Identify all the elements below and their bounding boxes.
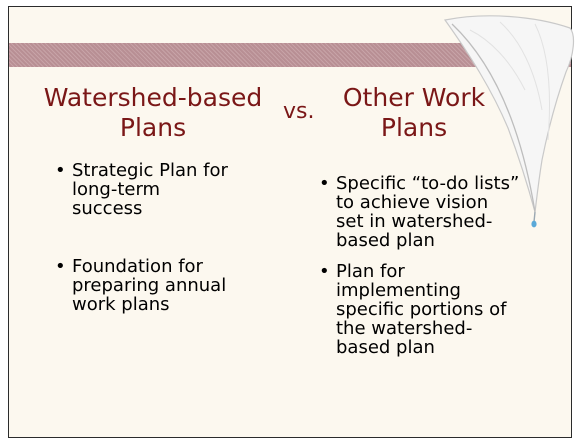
bullet-line: work plans — [72, 294, 170, 315]
feather-quill-icon — [443, 15, 575, 228]
bullet-item: • Foundation for preparing annual work p… — [55, 257, 245, 314]
slide-card: Watershed-based Plans vs. Other Work Pla… — [8, 6, 572, 438]
bullet-line: based plan — [336, 337, 435, 358]
bullet-line: specific portions of — [336, 299, 507, 320]
bullet-line: Foundation for — [72, 256, 203, 277]
heading-other-work-plans: Other Work Plans — [339, 83, 489, 143]
versus-label: vs. — [283, 99, 315, 124]
bullet-dot: • — [319, 173, 330, 194]
bullet-line: the watershed- — [336, 318, 473, 339]
heading-line: Plans — [380, 113, 448, 142]
bullet-item: • Strategic Plan for long-term success — [55, 161, 245, 218]
bullet-line: long-term — [72, 179, 161, 200]
bullet-dot: • — [55, 160, 66, 181]
ink-drop-icon — [531, 220, 537, 228]
bullet-item: • Plan for implementing specific portion… — [319, 262, 544, 357]
bullet-line: based plan — [336, 230, 435, 251]
heading-watershed-based-plans: Watershed-based Plans — [43, 83, 263, 143]
bullet-line: Plan for — [336, 261, 405, 282]
bullet-line: success — [72, 198, 143, 219]
bullet-line: to achieve vision — [336, 192, 489, 213]
watershed-plan-bullet-list: • Strategic Plan for long-term success •… — [55, 161, 245, 314]
bullet-dot: • — [319, 261, 330, 282]
bullet-line: set in watershed- — [336, 211, 493, 232]
heading-line: Other Work — [342, 83, 486, 112]
bullet-line: Specific “to-do lists” — [336, 173, 520, 194]
work-plan-bullet-list: • Specific “to-do lists” to achieve visi… — [319, 174, 544, 357]
bullet-item: • Specific “to-do lists” to achieve visi… — [319, 174, 544, 250]
bullet-dot: • — [55, 256, 66, 277]
bullet-line: preparing annual — [72, 275, 227, 296]
bullet-line: Strategic Plan for — [72, 160, 228, 181]
bullet-line: implementing — [336, 280, 461, 301]
heading-line: Watershed-based — [43, 83, 263, 112]
heading-line: Plans — [119, 113, 187, 142]
